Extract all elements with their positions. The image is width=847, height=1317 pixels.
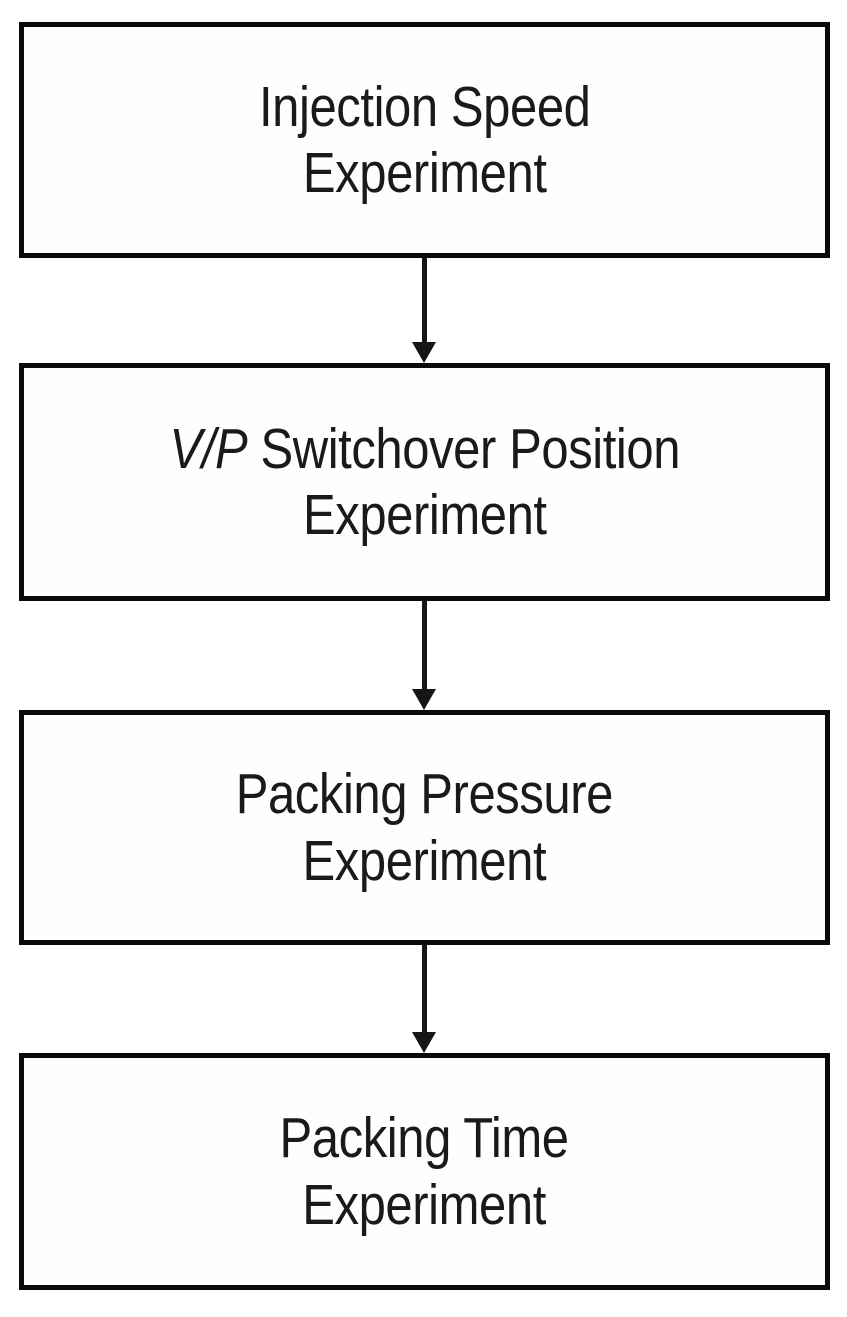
flowchart-node-packing-time-experiment[interactable]: Packing Time Experiment [19,1053,830,1290]
arrow-shaft [422,945,427,1036]
arrow-head-icon [412,1032,436,1053]
arrow-head-icon [412,689,436,710]
flowchart-arrow-3 [412,945,436,1053]
node-label-italic-vp: V/P [169,416,247,481]
node-label-line2: Experiment [302,483,547,547]
arrow-shaft [422,258,427,346]
flowchart-node-packing-pressure-experiment[interactable]: Packing Pressure Experiment [19,710,830,945]
node-label-line1-rest: Switchover Position [246,416,680,481]
flowchart-arrow-1 [412,258,436,363]
arrow-shaft [422,601,427,693]
arrow-head-icon [412,342,436,363]
node-label-injection-speed-experiment: Injection Speed Experiment [258,74,591,205]
node-label-packing-pressure-experiment: Packing Pressure Experiment [235,762,614,893]
flowchart-node-injection-speed-experiment[interactable]: Injection Speed Experiment [19,22,830,258]
node-label-packing-time-experiment: Packing Time Experiment [279,1106,570,1237]
flowchart-arrow-2 [412,601,436,710]
